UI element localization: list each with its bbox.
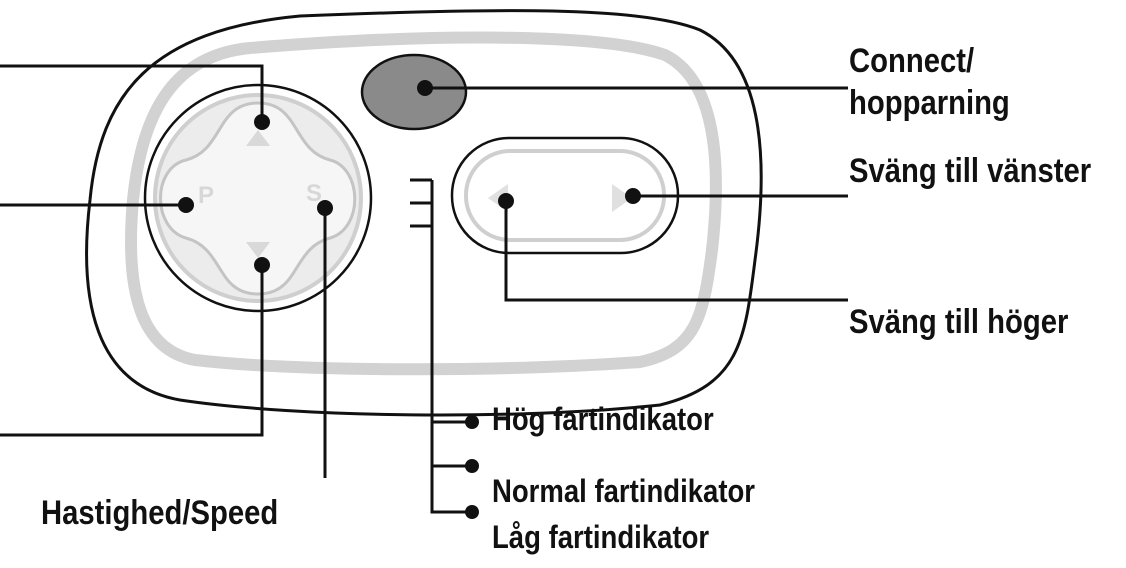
dot-down (254, 257, 270, 273)
remote-inner-frame (125, 31, 722, 376)
leader-speed-trunk (430, 180, 470, 514)
right-arrow-icon (612, 184, 632, 212)
dot-s (317, 200, 333, 216)
connect-button[interactable] (360, 53, 468, 131)
label-connect-line1: Connect/ (849, 42, 975, 80)
leader-up (0, 64, 264, 120)
dot-normal-speed (465, 459, 479, 473)
dot-connect (417, 80, 433, 96)
p-button-letter[interactable]: P (198, 182, 214, 209)
label-normal-speed: Normal fartindikator (492, 473, 756, 509)
up-arrow-icon (246, 130, 270, 146)
label-low-speed: Låg fartindikator (492, 519, 710, 555)
label-speed: Hastighed/Speed (41, 494, 279, 532)
label-connect-line2: hopparning (849, 84, 1010, 122)
label-turn-right: Sväng till höger (849, 303, 1069, 341)
dot-turn-left (498, 193, 514, 209)
dpad-cross[interactable] (159, 101, 357, 296)
dot-high-speed (465, 415, 479, 429)
dot-p (178, 197, 194, 213)
down-arrow-icon (246, 242, 270, 258)
dot-up (254, 114, 270, 130)
label-high-speed: Hög fartindikator (492, 401, 714, 437)
dot-low-speed (465, 505, 479, 519)
label-turn-left: Sväng till vänster (849, 152, 1092, 190)
leader-down (0, 263, 264, 437)
s-button-letter[interactable]: S (306, 180, 322, 207)
dot-turn-right (625, 188, 641, 204)
leader-turn-right (504, 201, 848, 302)
